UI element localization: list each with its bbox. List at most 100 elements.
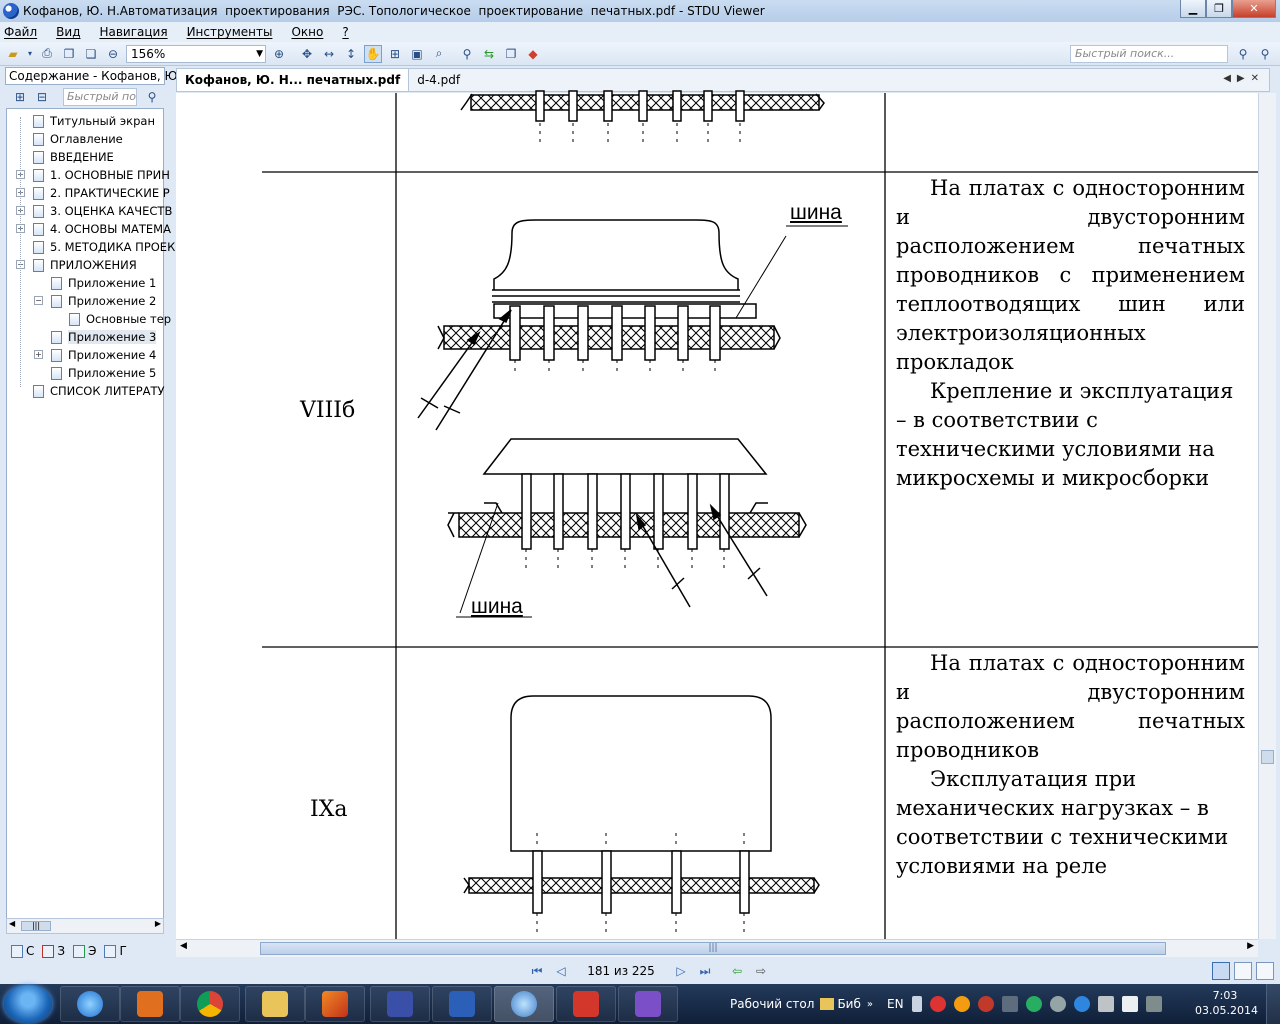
windows-icon[interactable]: ❐ (505, 46, 517, 61)
forward-arrow-icon[interactable]: ⇨ (755, 964, 767, 978)
settings-icon[interactable] (1190, 962, 1208, 980)
tray-green-icon[interactable] (1025, 996, 1042, 1012)
text-select-icon[interactable]: ⊞ (389, 46, 401, 61)
page-indicator[interactable]: 181 из 225 (587, 964, 655, 978)
close-button[interactable]: ✕ (1232, 0, 1276, 18)
taskbar-ie[interactable] (60, 986, 120, 1022)
scroll-right-icon[interactable]: ▶ (154, 919, 161, 928)
minimize-button[interactable]: ▁ (1180, 0, 1206, 18)
tray-volume-icon[interactable] (1121, 996, 1138, 1012)
contents-tab[interactable]: Содержание - Кофанов, Ю. (5, 67, 181, 85)
taskbar-save-app[interactable] (370, 986, 430, 1022)
bookmark-icon[interactable]: ◆ (528, 46, 538, 61)
vertical-scroll-thumb[interactable] (1261, 750, 1274, 764)
tree-item[interactable]: 4. ОСНОВЫ МАТЕМА (33, 220, 171, 238)
tab-d4-pdf[interactable]: d-4.pdf (417, 73, 461, 87)
tree-item[interactable]: Приложение 2 (51, 292, 156, 310)
tray-arrow-icon[interactable] (911, 996, 922, 1012)
chevron-up-icon[interactable]: » (866, 998, 873, 1010)
pages-icon[interactable]: ❏ (85, 46, 97, 61)
tree-item[interactable]: 5. МЕТОДИКА ПРОЕК (33, 238, 175, 256)
tree-item[interactable]: Приложение 5 (51, 364, 156, 382)
tree-item[interactable]: Титульный экран (33, 112, 155, 130)
taskbar-matlab[interactable] (305, 986, 365, 1022)
tray-clock[interactable]: 7:03 03.05.2014 (1195, 988, 1258, 1018)
folder-tray-icon[interactable] (820, 998, 835, 1010)
fit-width-icon[interactable]: ↔ (323, 46, 335, 61)
open-folder-icon[interactable]: ▰ (8, 46, 18, 61)
search-binoculars-icon[interactable]: ⚲ (1238, 47, 1248, 61)
sync-icon[interactable]: ⇆ (483, 46, 495, 61)
taskbar-explorer[interactable] (245, 986, 305, 1022)
taskbar-media[interactable] (120, 986, 180, 1022)
fit-height-icon[interactable]: ↕ (345, 46, 357, 61)
magnifier-icon[interactable]: ⌕ (435, 46, 443, 60)
tree-expander-icon[interactable]: + (34, 350, 43, 359)
menu-help[interactable]: ? (342, 25, 349, 39)
tree-item[interactable]: СПИСОК ЛИТЕРАТУ (33, 382, 165, 400)
dropdown-arrow-icon[interactable]: ▾ (27, 49, 32, 58)
pane-tab-search[interactable]: Г (104, 944, 127, 958)
find-icon[interactable]: ⚲ (462, 46, 472, 61)
tree-item[interactable]: Приложение 1 (51, 274, 156, 292)
page-horizontal-scrollbar[interactable]: ◀ ||| ▶ (176, 939, 1258, 957)
scroll-left-icon[interactable]: ◀ (9, 919, 16, 928)
tree-scroll-thumb[interactable]: ||| (21, 921, 51, 931)
continuous-icon[interactable] (1234, 962, 1252, 980)
tray-ime-icon[interactable] (1145, 996, 1162, 1012)
scroll-right-icon[interactable]: ▶ (1247, 941, 1254, 951)
expand-tree-icon[interactable]: ⊞ (14, 90, 26, 104)
single-page-icon[interactable] (1212, 962, 1230, 980)
menu-file[interactable]: Файл (4, 25, 38, 39)
tray-monitor-icon[interactable] (1001, 996, 1018, 1012)
menu-view[interactable]: Вид (56, 25, 81, 39)
pane-tab-thumbnails[interactable]: Э (73, 944, 96, 958)
zoom-select[interactable]: 156% ▼ (126, 44, 266, 63)
zoom-out-icon[interactable]: ⊖ (107, 46, 119, 61)
two-page-icon[interactable] (1256, 962, 1274, 980)
contents-search-input[interactable]: Быстрый по (63, 88, 137, 106)
quick-search-input[interactable]: Быстрый поиск... (1070, 45, 1228, 63)
maximize-button[interactable]: ❐ (1206, 0, 1232, 18)
tray-orange-icon[interactable] (953, 996, 970, 1012)
hand-tool-icon[interactable]: ✋ (364, 44, 382, 63)
menu-tools[interactable]: Инструменты (186, 25, 273, 39)
language-indicator[interactable]: EN (887, 997, 904, 1011)
pane-tab-contents[interactable]: С (11, 944, 34, 958)
tray-network-icon[interactable] (1097, 996, 1114, 1012)
taskbar-viewer[interactable] (494, 986, 554, 1022)
tray-bolt-icon[interactable] (1073, 996, 1090, 1012)
back-arrow-icon[interactable]: ⇦ (731, 964, 743, 978)
tree-horizontal-scrollbar[interactable]: ||| ◀ ▶ (6, 918, 164, 934)
print-icon[interactable]: ⎙ (42, 46, 52, 60)
tray-gray-icon[interactable] (1049, 996, 1066, 1012)
horizontal-scroll-thumb[interactable]: ||| (260, 942, 1166, 955)
snapshot-icon[interactable]: ▣ (411, 46, 423, 61)
last-page-icon[interactable]: ⏭ (699, 964, 711, 978)
taskbar-word[interactable] (432, 986, 492, 1022)
zoom-in-icon[interactable]: ⊕ (273, 46, 285, 61)
next-page-icon[interactable]: ▷ (676, 964, 686, 978)
pane-tab-bookmarks[interactable]: З (42, 944, 65, 958)
folder-tray-label[interactable]: Биб (837, 997, 861, 1011)
first-page-icon[interactable]: ⏮ (531, 964, 543, 978)
tree-item[interactable]: 2. ПРАКТИЧЕСКИЕ Р (33, 184, 170, 202)
taskbar-vs[interactable] (618, 986, 678, 1022)
tree-item[interactable]: 1. ОСНОВНЫЕ ПРИН (33, 166, 170, 184)
tab-main-pdf[interactable]: Кофанов, Ю. Н... печатных.pdf (177, 69, 410, 91)
desktop-toolbar-label[interactable]: Рабочий стол (730, 997, 815, 1011)
tree-item[interactable]: Приложение 3 (51, 328, 157, 346)
menu-window[interactable]: Окно (291, 25, 324, 39)
show-desktop-button[interactable] (1266, 984, 1280, 1024)
copy-icon[interactable]: ❐ (63, 46, 75, 61)
tab-scroll-arrows-icon[interactable]: ◀▶✕ (1223, 73, 1265, 84)
collapse-tree-icon[interactable]: ⊟ (36, 90, 48, 104)
contents-search-icon[interactable]: ⚲ (147, 90, 157, 104)
tree-item[interactable]: 3. ОЦЕНКА КАЧЕСТВ (33, 202, 172, 220)
page-vertical-scrollbar[interactable] (1258, 93, 1276, 939)
scroll-left-icon[interactable]: ◀ (180, 941, 187, 951)
tray-red-circle-icon[interactable] (977, 996, 994, 1012)
taskbar-chrome[interactable] (180, 986, 240, 1022)
tree-item[interactable]: Оглавление (33, 130, 123, 148)
menu-navigation[interactable]: Навигация (99, 25, 168, 39)
